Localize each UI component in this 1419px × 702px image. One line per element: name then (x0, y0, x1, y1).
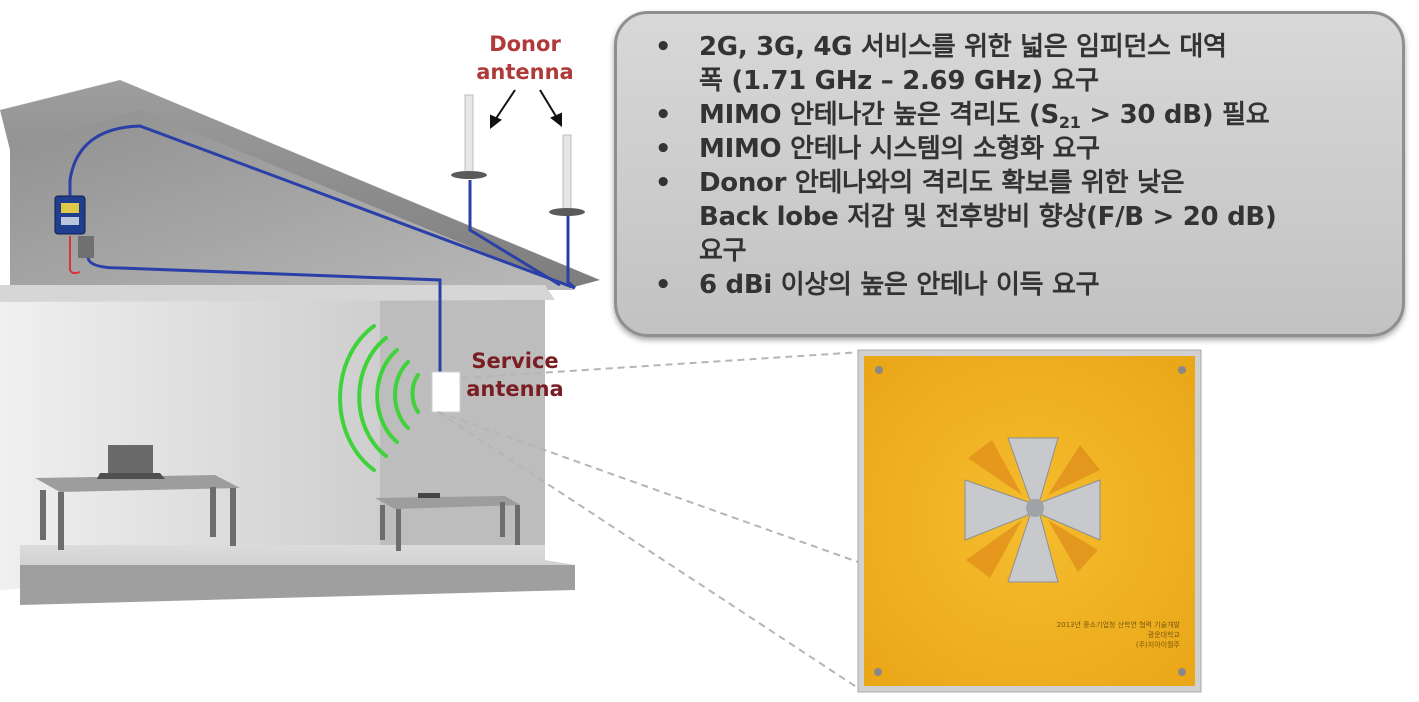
requirement-line: Back lobe 저감 및 전후방비 향상(F/B > 20 dB) (699, 202, 1277, 232)
board-inscription-line: 2013년 중소기업청 산학연 협력 기술개발 (1056, 621, 1180, 629)
zoom-leader-lines (437, 351, 863, 689)
board-inscription: 2013년 중소기업청 산학연 협력 기술개발 광운대학교 (주)지아이월주 (1010, 620, 1180, 650)
requirement-text: MIMO 안테나간 높은 격리도 (S (699, 100, 1059, 130)
requirement-line: Donor 안테나와의 격리도 확보를 위한 낮은 (699, 168, 1185, 198)
bullet-icon: • (654, 270, 672, 300)
board-inscription-line: 광운대학교 (1147, 631, 1180, 639)
requirement-line: 요구 (699, 236, 747, 266)
attic-space (10, 105, 575, 290)
requirement-item: • 6 dBi 이상의 높은 안테나 이득 요구 (645, 268, 1388, 302)
requirement-item: • MIMO 안테나 시스템의 소형화 요구 (645, 132, 1388, 166)
bullet-icon: • (654, 32, 672, 62)
donor-pointer-arrows (490, 89, 562, 130)
requirements-box: • 2G, 3G, 4G 서비스를 위한 넓은 임피던스 대역 폭 (1.71 … (614, 11, 1405, 337)
requirement-text: > 30 dB) 필요 (1080, 100, 1270, 130)
donor-antenna-label: Donor antenna (470, 30, 580, 86)
requirement-line: MIMO 안테나 시스템의 소형화 요구 (699, 134, 1100, 164)
requirement-line: 2G, 3G, 4G 서비스를 위한 넓은 임피던스 대역 (699, 32, 1227, 62)
house-back-wall (380, 300, 545, 560)
s-parameter-subscript: 21 (1058, 113, 1081, 132)
service-antenna-label-line2: antenna (466, 377, 564, 401)
board-inscription-line: (주)지아이월주 (1135, 641, 1180, 649)
donor-antenna-label-line1: Donor (489, 32, 561, 56)
requirement-item: • MIMO 안테나간 높은 격리도 (S21 > 30 dB) 필요 (645, 98, 1388, 132)
requirement-item: • Donor 안테나와의 격리도 확보를 위한 낮은 Back lobe 저감… (645, 166, 1388, 268)
bullet-icon: • (654, 134, 672, 164)
donor-antenna-left (451, 94, 487, 179)
foundation (20, 565, 575, 605)
service-antenna-label: Service antenna (460, 347, 570, 403)
requirement-line: 6 dBi 이상의 높은 안테나 이득 요구 (699, 270, 1100, 300)
donor-antenna-label-line2: antenna (476, 60, 574, 84)
roof (0, 80, 600, 288)
requirement-line: 폭 (1.71 GHz – 2.69 GHz) 요구 (699, 66, 1099, 96)
service-antenna-unit (431, 371, 461, 413)
requirement-item: • 2G, 3G, 4G 서비스를 위한 넓은 임피던스 대역 폭 (1.71 … (645, 30, 1388, 98)
laptop-icon (97, 445, 165, 479)
service-antenna-label-line1: Service (471, 349, 559, 373)
bullet-icon: • (654, 100, 672, 130)
house (0, 80, 600, 605)
donor-antenna-right (549, 134, 585, 216)
small-table (375, 493, 520, 551)
bullet-icon: • (654, 168, 672, 198)
signal-waves-icon (338, 324, 420, 472)
desk (35, 475, 240, 550)
cross-dipole-patch (964, 437, 1101, 583)
requirements-list: • 2G, 3G, 4G 서비스를 위한 넓은 임피던스 대역 폭 (1.71 … (645, 30, 1388, 302)
cables (68, 124, 576, 375)
requirement-line: MIMO 안테나간 높은 격리도 (S21 > 30 dB) 필요 (699, 98, 1388, 132)
house-left-wall (0, 300, 440, 590)
ceiling-slab (0, 285, 555, 302)
